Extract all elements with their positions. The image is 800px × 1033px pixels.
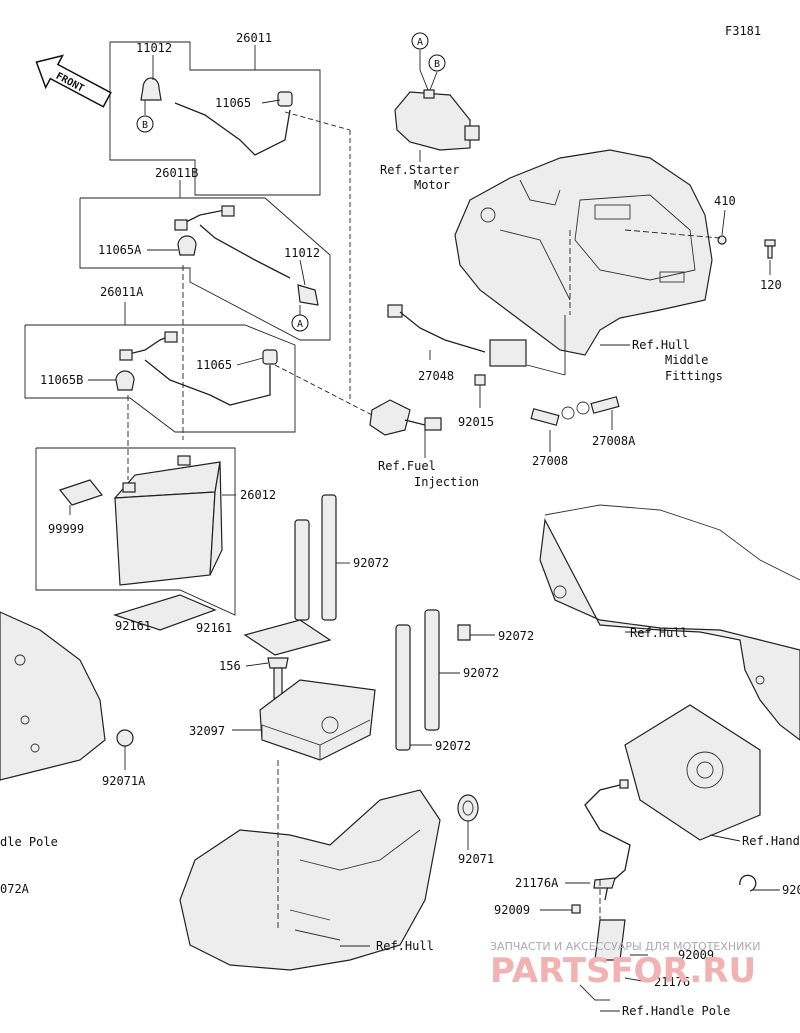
assembly-lines <box>127 111 721 930</box>
part-label-92072-b[interactable]: 92072 <box>498 629 534 643</box>
part-label-32097[interactable]: 32097 <box>189 724 225 738</box>
part-label-27048[interactable]: 27048 <box>418 369 454 383</box>
cable-26011 <box>140 77 293 156</box>
part-label-27008[interactable]: 27008 <box>532 454 568 468</box>
leader-lines <box>69 45 780 1012</box>
hull-middle-fitting <box>454 149 713 356</box>
part-label-11012-top[interactable]: 11012 <box>136 41 172 55</box>
circle-ref-b-top: B <box>428 54 446 72</box>
ref-starter-motor-line2: Motor <box>414 178 450 192</box>
part-label-26011A[interactable]: 26011A <box>100 285 144 299</box>
part-label-120[interactable]: 120 <box>760 278 782 292</box>
ref-starter-motor-line1: Ref.Starter <box>380 163 459 177</box>
brackets-92161 <box>113 594 332 656</box>
svg-text:B: B <box>434 59 440 70</box>
ref-handle-pole-bottom: Ref.Handle Pole <box>622 1004 730 1018</box>
straps-92072 <box>294 494 471 751</box>
part-label-21176[interactable]: 21176 <box>654 975 690 989</box>
svg-text:A: A <box>297 319 303 330</box>
handle-pole-assembly <box>571 704 761 1001</box>
part-label-99999[interactable]: 99999 <box>48 522 84 536</box>
part-label-92161-b[interactable]: 92161 <box>196 621 232 635</box>
ref-handle-pole-right: Ref.Hand <box>742 834 800 848</box>
circle-ref-a-mid: A <box>291 314 309 332</box>
bolt-156 <box>267 657 289 699</box>
part-label-11065-mid[interactable]: 11065 <box>196 358 232 372</box>
part-label-92071[interactable]: 92071 <box>458 852 494 866</box>
ref-hull-middle-line3: Fittings <box>665 369 723 383</box>
part-label-92009-b[interactable]: 92009 <box>678 948 714 962</box>
part-label-072A[interactable]: 072A <box>0 882 30 896</box>
grommet-92071A <box>116 729 134 747</box>
ref-hull-middle-line2: Middle <box>665 353 708 367</box>
watermark-brand: PARTSFOR.RU <box>490 951 756 991</box>
circle-ref-b-left: B <box>136 115 154 133</box>
watermark-tagline: ЗАПЧАСТИ И АКСЕССУАРЫ ДЛЯ МОТОТЕХНИКИ <box>490 940 760 953</box>
part-label-410[interactable]: 410 <box>714 194 736 208</box>
part-label-92161-a[interactable]: 92161 <box>115 619 151 633</box>
part-label-26011B[interactable]: 26011B <box>155 166 198 180</box>
ref-fuel-injection-line2: Injection <box>414 475 479 489</box>
washer-410 <box>717 235 727 245</box>
bolt-120 <box>764 239 776 259</box>
part-label-26012[interactable]: 26012 <box>240 488 276 502</box>
ref-hull-bottom: Ref.Hull <box>376 939 434 953</box>
ref-handle-pole-left: dle Pole <box>0 835 58 849</box>
part-label-920[interactable]: 920 <box>782 883 800 897</box>
circle-ref-a-top: A <box>411 32 429 50</box>
keys-27008 <box>530 396 620 426</box>
svg-text:A: A <box>417 37 423 48</box>
grommet-92071 <box>457 794 479 822</box>
battery-case-32097 <box>259 679 376 761</box>
part-label-156[interactable]: 156 <box>219 659 241 673</box>
part-label-92009-a[interactable]: 92009 <box>494 903 530 917</box>
part-label-92072-d[interactable]: 92072 <box>435 739 471 753</box>
cable-26011A <box>115 331 278 406</box>
hull-left-lower <box>0 611 106 781</box>
fuel-injection-relay <box>369 399 442 436</box>
part-label-26011[interactable]: 26011 <box>236 31 272 45</box>
ref-fuel-injection-line1: Ref.Fuel <box>378 459 436 473</box>
harness-27048 <box>387 304 527 386</box>
part-label-11065A[interactable]: 11065A <box>98 243 142 257</box>
hull-bottom <box>179 789 441 971</box>
hull-right <box>539 504 800 741</box>
part-label-21176A[interactable]: 21176A <box>515 876 559 890</box>
sticker-99999 <box>58 479 104 506</box>
ref-hull-middle-line1: Ref.Hull <box>632 338 690 352</box>
ref-hull-right: Ref.Hull <box>630 626 688 640</box>
part-label-11065B[interactable]: 11065B <box>40 373 83 387</box>
cable-26011B <box>174 205 319 306</box>
part-label-11065-top[interactable]: 11065 <box>215 96 251 110</box>
part-label-92072-c[interactable]: 92072 <box>463 666 499 680</box>
starter-motor <box>394 89 480 151</box>
part-label-92071A[interactable]: 92071A <box>102 774 146 788</box>
battery-26012 <box>113 455 223 586</box>
part-label-27008A[interactable]: 27008A <box>592 434 636 448</box>
figure-code: F3181 <box>725 24 761 38</box>
svg-text:B: B <box>142 120 148 131</box>
front-arrow: FRONT <box>35 54 112 108</box>
part-label-11012-mid[interactable]: 11012 <box>284 246 320 260</box>
part-label-92015[interactable]: 92015 <box>458 415 494 429</box>
part-label-92072-a[interactable]: 92072 <box>353 556 389 570</box>
